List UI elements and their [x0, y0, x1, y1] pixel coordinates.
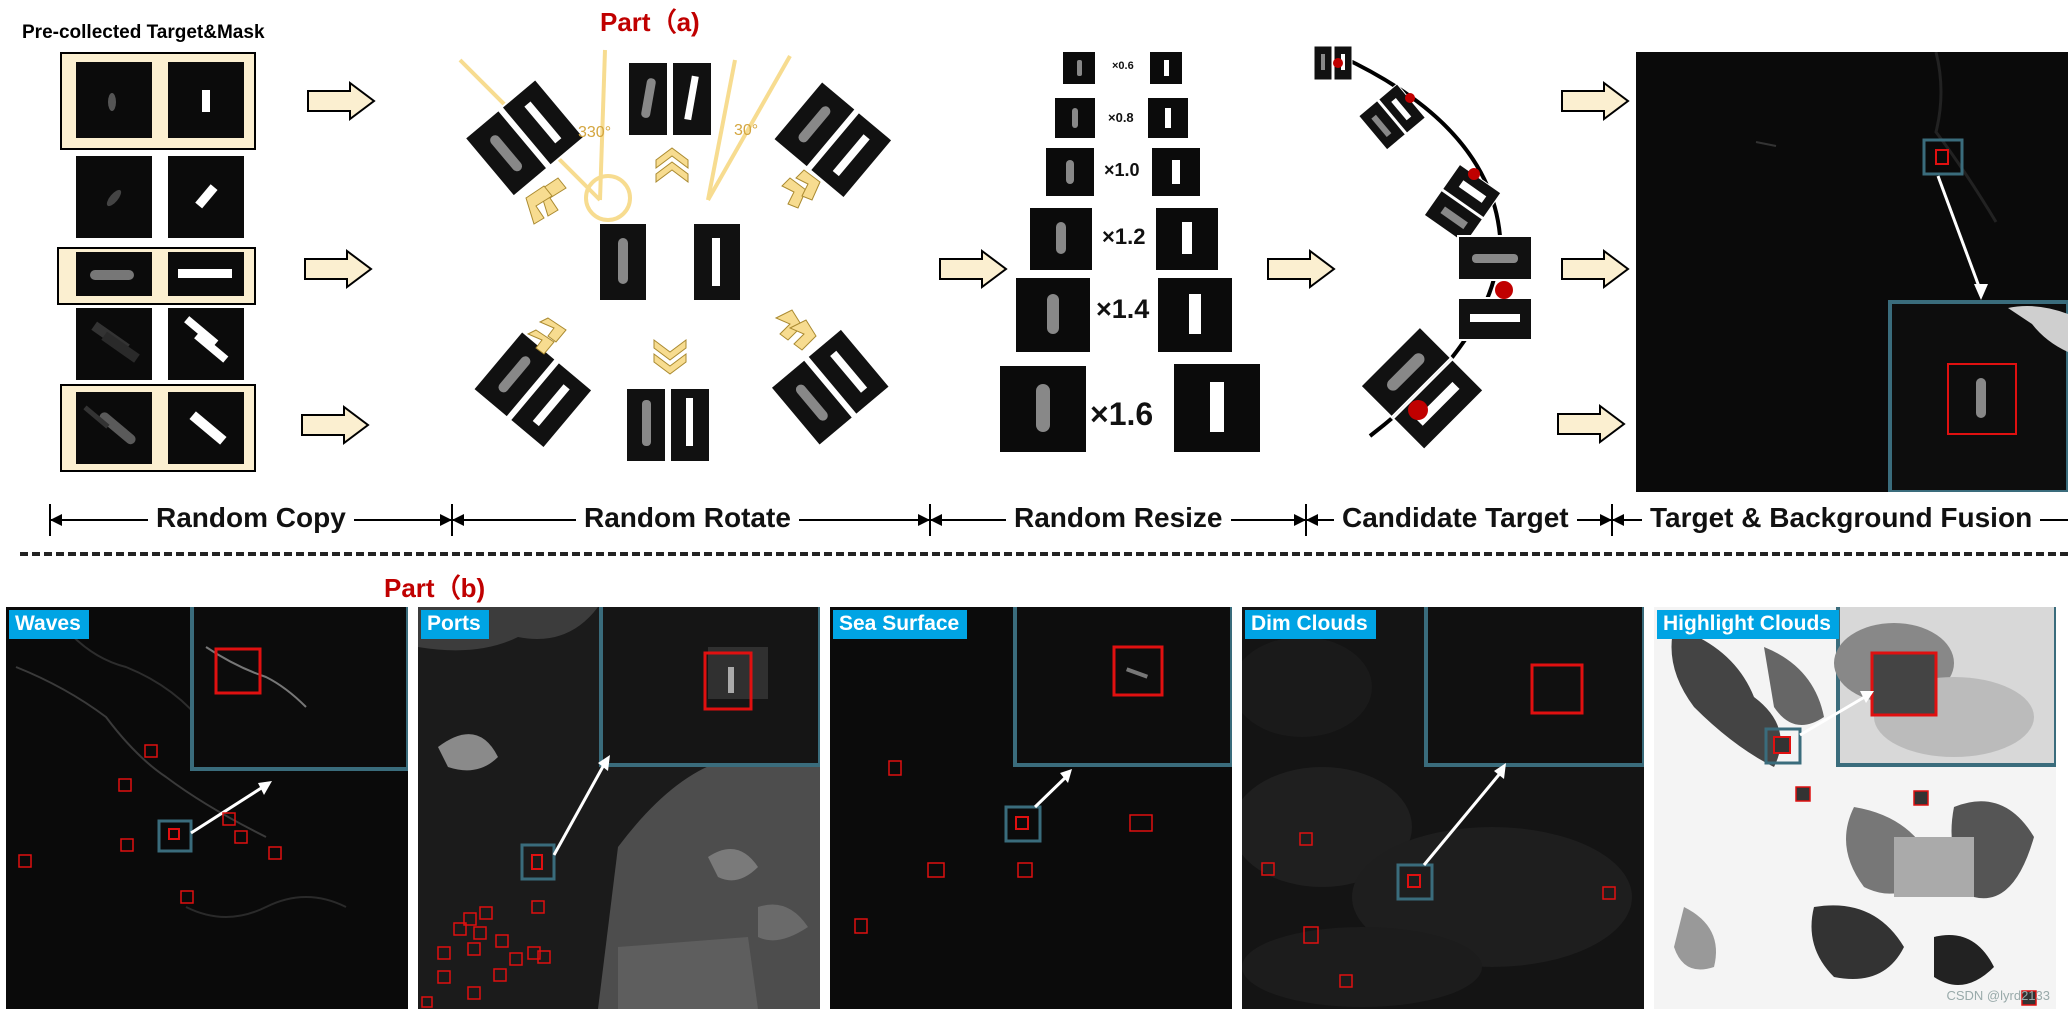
mask-thumb — [168, 156, 244, 238]
right-arrow-icon — [1561, 81, 1630, 121]
scene-panel-sea-surface: Sea Surface — [830, 607, 1232, 1009]
fusion-image — [1636, 52, 2068, 492]
target-thumb — [76, 308, 152, 380]
right-arrow-icon — [1561, 249, 1630, 289]
target-thumb — [76, 62, 152, 138]
scale-label: ×0.6 — [1112, 60, 1134, 72]
mask-thumb — [1174, 364, 1260, 452]
mask-thumb — [168, 392, 244, 464]
target-thumb — [76, 156, 152, 238]
section-divider — [20, 552, 2068, 556]
scale-label: ×1.6 — [1090, 396, 1154, 432]
stage-label: Random Rotate — [576, 502, 799, 534]
right-arrow-icon — [939, 249, 1008, 289]
scale-label: ×1.4 — [1096, 294, 1150, 324]
mask-thumb — [168, 252, 244, 296]
scene-panel-ports: Ports — [418, 607, 820, 1009]
precollected-label: Pre-collected Target&Mask — [22, 22, 265, 43]
target-thumb — [1046, 148, 1094, 196]
scene-label-waves: Waves — [9, 610, 89, 639]
target-thumb — [76, 392, 152, 464]
target-thumb — [1016, 278, 1090, 352]
target-thumb — [1030, 208, 1092, 270]
target-thumb — [1055, 98, 1095, 138]
stage-label: Target & Background Fusion — [1642, 502, 2041, 534]
scene-panel-dim-clouds: Dim Clouds — [1242, 607, 1644, 1009]
scene-label-ports: Ports — [421, 610, 489, 639]
stage-label: Candidate Target — [1334, 502, 1577, 534]
target-thumb — [1063, 52, 1095, 84]
right-arrow-icon — [1267, 249, 1336, 289]
scene-label-dim-clouds: Dim Clouds — [1245, 610, 1376, 639]
part-a-title: Part（a) — [600, 7, 700, 37]
part-b-title: Part（b) — [384, 573, 486, 603]
scene-label-sea-surface: Sea Surface — [833, 610, 968, 639]
scale-label: ×1.0 — [1104, 160, 1140, 180]
scale-label: ×0.8 — [1108, 110, 1134, 125]
mask-thumb — [1158, 278, 1232, 352]
angle-330-label: 330° — [578, 124, 612, 141]
mask-thumb — [1150, 52, 1182, 84]
mask-thumb — [1148, 98, 1188, 138]
scale-label: ×1.2 — [1102, 224, 1146, 249]
stage-label: Random Resize — [1006, 502, 1231, 534]
scene-panel-highlight-clouds: Highlight Clouds CSDN @lyrd2133 — [1654, 607, 2056, 1009]
mask-thumb — [168, 308, 244, 380]
right-arrow-icon — [304, 249, 373, 289]
mask-thumb — [1152, 148, 1200, 196]
target-thumb — [1000, 366, 1086, 452]
stage-label: Random Copy — [148, 502, 354, 534]
rotate-diagram — [458, 49, 894, 463]
right-arrow-icon — [1557, 404, 1626, 444]
candidate-target-arc — [1313, 45, 1533, 452]
mask-thumb — [168, 62, 244, 138]
angle-30-label: 30° — [734, 122, 759, 139]
watermark: CSDN @lyrd2133 — [1946, 988, 2050, 1003]
mask-thumb — [1156, 208, 1218, 270]
scene-label-highlight-clouds: Highlight Clouds — [1657, 610, 1839, 639]
target-thumb — [76, 252, 152, 296]
right-arrow-icon — [301, 405, 370, 445]
right-arrow-icon — [307, 81, 376, 121]
scene-panel-waves: Waves — [6, 607, 408, 1009]
